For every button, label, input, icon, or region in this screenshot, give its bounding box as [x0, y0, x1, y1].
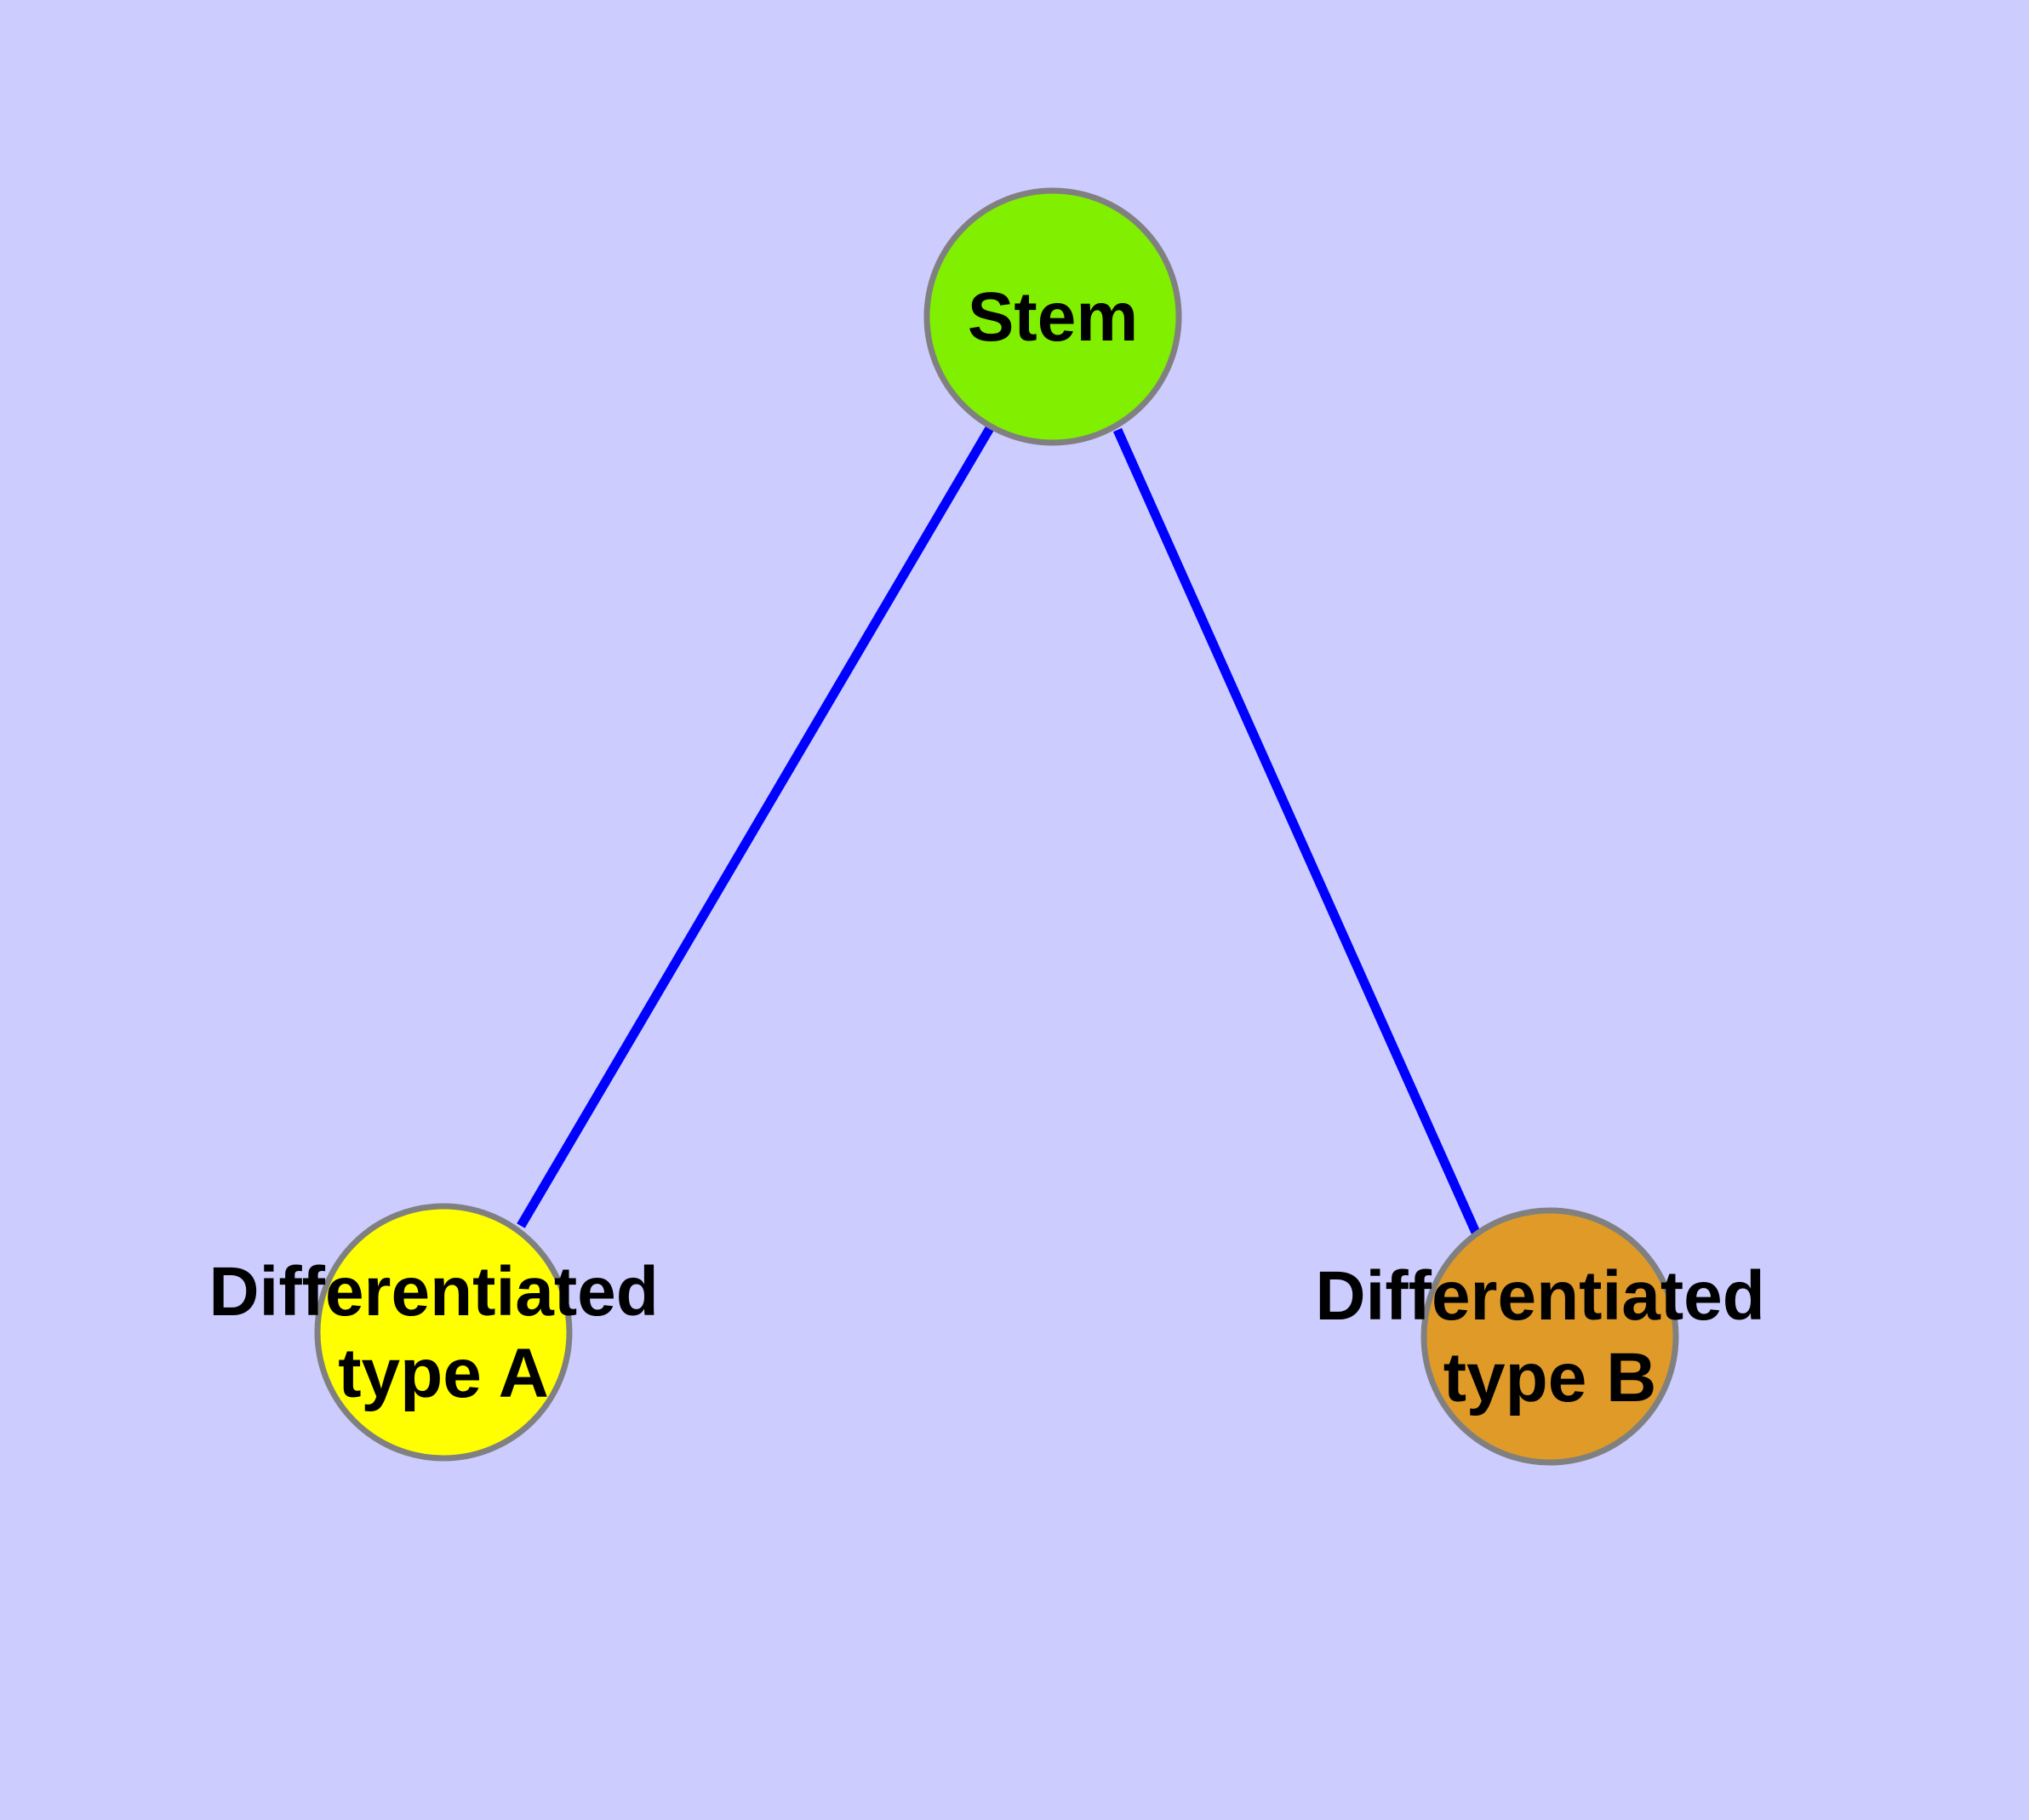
node-diff-a[interactable]	[314, 1203, 573, 1462]
node-layer	[314, 187, 1679, 1466]
node-stem-label: Stem	[968, 278, 1139, 356]
node-diff-b[interactable]	[1420, 1207, 1679, 1466]
node-stem-circle[interactable]	[923, 187, 1182, 446]
node-diff-a-label-line-1: Differentiated	[209, 1253, 659, 1331]
node-diff-b-label-line-2: type B	[1443, 1339, 1657, 1417]
edge-layer	[517, 426, 1482, 1237]
label-layer: Stem Differentiated type A Differentiate…	[209, 278, 1784, 1417]
node-diff-a-label: Differentiated type A	[209, 1253, 677, 1412]
node-diff-a-label-line-2: type A	[338, 1335, 549, 1412]
node-diff-a-circle[interactable]	[314, 1203, 573, 1462]
node-diff-b-label: Differentiated type B	[1315, 1257, 1784, 1417]
node-diff-b-label-line-1: Differentiated	[1315, 1257, 1765, 1335]
node-stem-label-line-1: Stem	[968, 278, 1139, 356]
node-stem[interactable]	[923, 187, 1182, 446]
edge-stem-to-diff-a[interactable]	[517, 426, 994, 1228]
node-diff-b-circle[interactable]	[1420, 1207, 1679, 1466]
edge-stem-to-diff-b[interactable]	[1112, 427, 1482, 1237]
